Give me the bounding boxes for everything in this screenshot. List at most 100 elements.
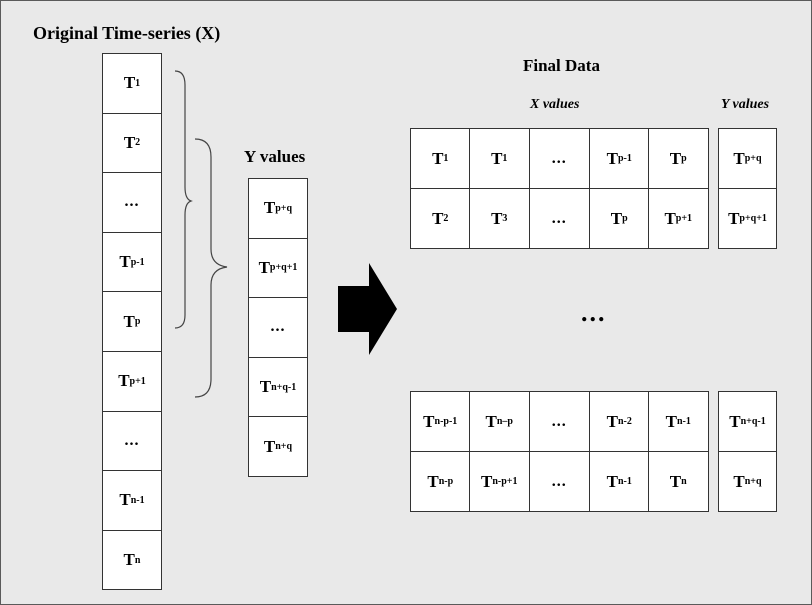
cell-base: T xyxy=(606,411,618,431)
cell-subscript: n-1 xyxy=(130,494,145,506)
final-data-title: Final Data xyxy=(523,56,600,75)
cell-subscript: p+q xyxy=(744,153,762,164)
final-x-cell: ... xyxy=(529,451,590,512)
cell-subscript: n-p-1 xyxy=(434,416,458,427)
cell-base: T xyxy=(119,252,131,272)
cell-base: T xyxy=(664,208,676,228)
cell-subscript: p-1 xyxy=(130,256,145,268)
cell-subscript: n+q xyxy=(275,441,293,453)
cell-subscript: n+q-1 xyxy=(740,416,766,427)
cell-base: T xyxy=(263,436,276,456)
cell-base: T xyxy=(669,471,682,491)
cell-subscript: p+q+1 xyxy=(269,262,298,274)
cell-subscript: p+1 xyxy=(675,213,693,224)
cell-base: T xyxy=(481,471,493,491)
cell-base: T xyxy=(263,198,276,218)
cell-subscript: n xyxy=(681,476,687,487)
cell-subscript: n+q xyxy=(744,476,762,487)
cell-subscript: 1 xyxy=(443,153,449,164)
cell-subscript: 1 xyxy=(502,153,508,164)
cell-base: T xyxy=(423,411,435,431)
cell-base: T xyxy=(606,148,618,168)
cell-subscript: 2 xyxy=(135,137,141,149)
cell-base: T xyxy=(118,371,130,391)
cell-base: T xyxy=(669,148,682,168)
window-brace-2 xyxy=(194,138,228,398)
final-x-cell: ... xyxy=(529,128,590,189)
y-series-cell: ... xyxy=(248,297,308,358)
cell-base: T xyxy=(610,208,623,228)
cell-base: ... xyxy=(551,209,567,227)
cell-base: T xyxy=(119,490,131,510)
original-series-cell: ... xyxy=(102,172,162,233)
cell-subscript: n-p xyxy=(438,476,454,487)
cell-base: T xyxy=(123,73,136,93)
cell-subscript: n-1 xyxy=(617,476,632,487)
cell-base: T xyxy=(491,208,503,228)
cell-base: T xyxy=(485,411,497,431)
cell-base: T xyxy=(728,208,740,228)
cell-base: T xyxy=(258,257,270,277)
cell-subscript: p+1 xyxy=(129,375,146,387)
cell-subscript: p xyxy=(681,153,687,164)
cell-subscript: n xyxy=(134,554,141,566)
cell-subscript: n-p+1 xyxy=(492,476,518,487)
cell-subscript: p+q+1 xyxy=(739,213,767,224)
window-brace-1 xyxy=(174,70,193,329)
cell-base: ... xyxy=(124,431,140,449)
cell-base: T xyxy=(665,411,677,431)
cell-subscript: p+q xyxy=(275,202,293,214)
middle-ellipsis: ... xyxy=(581,298,607,327)
cell-base: T xyxy=(123,132,136,152)
cell-base: T xyxy=(427,471,439,491)
x-values-header: X values xyxy=(530,97,580,112)
cell-subscript: 1 xyxy=(135,77,141,89)
cell-base: T xyxy=(259,377,272,397)
cell-subscript: n-2 xyxy=(617,416,632,427)
cell-base: ... xyxy=(124,193,140,211)
cell-base: T xyxy=(432,208,444,228)
cell-base: T xyxy=(491,148,503,168)
cell-subscript: 2 xyxy=(443,213,449,224)
cell-base: T xyxy=(729,411,741,431)
original-series-title: Original Time-series (X) xyxy=(33,23,221,43)
cell-subscript: n-1 xyxy=(676,416,691,427)
cell-subscript: n–p xyxy=(496,416,513,427)
cell-base: T xyxy=(123,311,135,331)
cell-base: T xyxy=(432,148,444,168)
cell-base: T xyxy=(733,471,745,491)
cell-subscript: p xyxy=(622,213,628,224)
cell-subscript: n+q-1 xyxy=(271,381,297,393)
transform-arrow-icon xyxy=(338,263,397,355)
cell-base: ... xyxy=(551,472,567,490)
cell-base: ... xyxy=(551,149,567,167)
cell-subscript: p xyxy=(134,316,141,328)
y-values-header: Y values xyxy=(721,97,770,112)
cell-base: T xyxy=(606,471,618,491)
cell-base: ... xyxy=(270,318,286,336)
